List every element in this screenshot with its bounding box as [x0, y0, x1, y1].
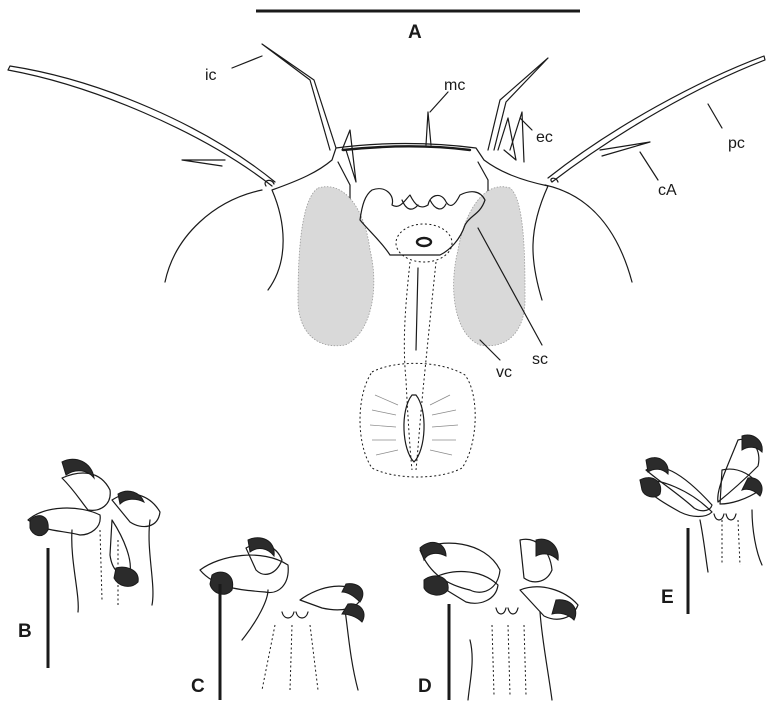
pharynx-right	[416, 262, 436, 470]
mouth-ring	[396, 224, 452, 262]
panel-label-c: C	[191, 676, 205, 697]
label-ec: ec	[536, 129, 553, 146]
ca-spine-left	[182, 160, 225, 166]
ventral-pad-right	[454, 187, 525, 346]
claw-tip-b2	[30, 516, 48, 536]
leader-pc	[708, 104, 722, 128]
leg-outline-c	[242, 590, 358, 690]
leg-outline-e	[700, 510, 762, 572]
leg-inner-d	[492, 625, 526, 695]
leg-inner-b	[100, 530, 118, 605]
side-hook-left	[265, 180, 274, 186]
leg-outline-d	[468, 612, 552, 700]
pharynx-left	[404, 262, 412, 470]
claw-base-b1	[62, 473, 110, 510]
claw-tip-d4	[552, 600, 576, 620]
panel-label-b: B	[18, 621, 32, 642]
panel-a: A	[8, 11, 765, 477]
leader-ca	[640, 152, 658, 180]
claw-tip-c2	[248, 538, 274, 556]
claw-tip-b1	[62, 459, 94, 478]
bulb-radial-lines	[370, 395, 458, 455]
panel-c: C	[191, 538, 364, 700]
pharynx-stripes	[416, 268, 418, 350]
panel-label-a: A	[408, 22, 422, 43]
panel-e: E	[640, 435, 762, 614]
claw-tip-b4	[114, 567, 138, 586]
label-mc: mc	[444, 77, 465, 94]
mouth-center	[417, 238, 431, 246]
claw-tip-d3	[536, 539, 558, 560]
label-pc: pc	[728, 135, 745, 152]
leader-ic	[232, 56, 262, 68]
pharyngeal-bulb	[360, 363, 475, 477]
posterior-seta-right	[548, 56, 765, 182]
ca-spine	[600, 142, 650, 156]
panel-label-d: D	[418, 676, 432, 697]
internal-seta-left	[262, 44, 336, 150]
body-outline-left	[165, 190, 262, 282]
label-ic: ic	[205, 67, 217, 84]
claw-tip-e3	[742, 435, 762, 452]
toes-d	[496, 608, 518, 614]
label-sc: sc	[532, 351, 548, 368]
label-vc: vc	[496, 364, 512, 381]
panel-b: B	[18, 459, 160, 668]
claw-base-b4	[110, 520, 130, 574]
toes-c	[282, 612, 308, 618]
claw-tip-d2	[424, 576, 448, 595]
leg-inner-c	[262, 625, 318, 690]
capitulum-rim	[343, 146, 470, 150]
median-cirrus	[426, 112, 431, 145]
claw-tip-e1	[646, 458, 668, 474]
ventral-pad-left	[298, 187, 374, 346]
panel-d: D	[418, 539, 578, 700]
label-ca: cA	[658, 182, 677, 199]
bulb-lumen	[404, 395, 424, 462]
claw-tip-e2	[640, 478, 661, 497]
panel-label-e: E	[661, 587, 674, 608]
claw-tip-d1	[420, 542, 446, 560]
claw-tip-c3	[342, 584, 363, 602]
leg-outline-b	[72, 520, 153, 612]
posterior-seta-left	[8, 66, 275, 186]
sclerite-inner-lobe-right	[430, 200, 446, 209]
claw-tip-e4	[742, 478, 762, 496]
toes-e	[714, 514, 736, 520]
leader-ec	[520, 118, 532, 130]
leader-mc	[430, 92, 448, 112]
claw-tip-c4	[342, 604, 364, 622]
claw-tip-b3	[118, 491, 144, 504]
leg-inner-e	[722, 520, 740, 565]
body-outline-right	[545, 185, 632, 282]
